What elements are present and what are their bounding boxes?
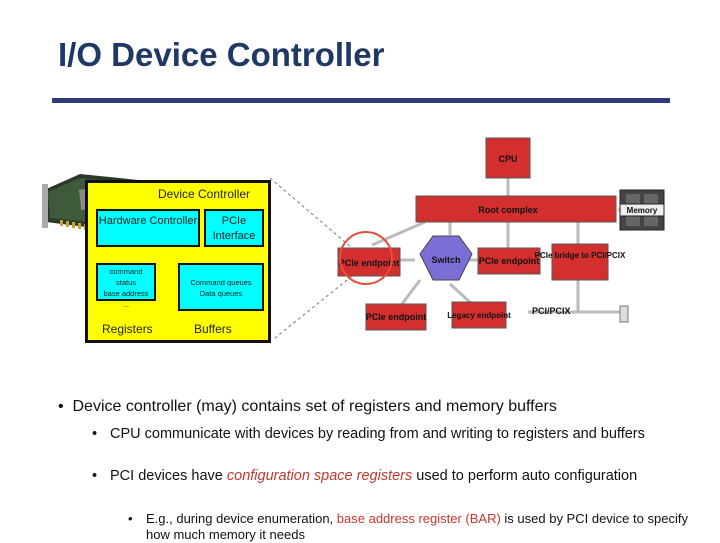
title-divider (52, 98, 670, 103)
register-item: status (115, 278, 136, 287)
pcie-endpoint-left-label: PCIe endpoint (339, 258, 400, 268)
slide-title: I/O Device Controller (58, 36, 385, 73)
pcie-interface-box: PCIe Interface (204, 209, 264, 247)
pcie-endpoint-bottom-node (365, 303, 427, 331)
bridge-label: PCIe bridge to PCI/PCIX (535, 251, 626, 260)
root-complex-node (415, 195, 617, 223)
pcie-endpoint-right-node (477, 247, 541, 275)
device-controller-title: Device Controller (158, 187, 251, 201)
bullet-dot: • (58, 398, 73, 415)
hardware-controller-box: Hardware Controller (96, 209, 200, 247)
bullet-dot: • (92, 468, 98, 484)
bullet-sub1-text: CPU communicate with devices by reading … (110, 426, 645, 442)
bar-emphasis: base address register (BAR) (336, 511, 501, 526)
registers-label: Registers (102, 322, 153, 336)
switch-node (419, 235, 473, 281)
pcie-interface-label: PCIe Interface (212, 215, 256, 242)
bullet-sub3-text-end: is used by PCI device to specify how muc… (146, 511, 688, 542)
bullet-dot: • (128, 511, 133, 526)
register-item: base address (103, 289, 149, 298)
register-item: ... (122, 300, 130, 309)
buffers-box: Command queues Data queues (178, 263, 264, 311)
bullet-main: • Device controller (may) contains set o… (58, 398, 557, 416)
memory-label: Memory (627, 206, 658, 215)
queue-item: Command queues (190, 278, 252, 287)
hardware-controller-label: Hardware Controller (98, 215, 198, 227)
bullet-sub2-text-end: used to perform auto configuration (412, 468, 638, 484)
cpu-label: CPU (498, 154, 517, 164)
legacy-endpoint-node (451, 301, 507, 329)
pcie-endpoint-left-node (337, 247, 401, 277)
highlight-circle (339, 231, 393, 285)
registers-box: command status base address ... (96, 263, 156, 309)
root-complex-label: Root complex (478, 205, 538, 215)
bullet-sub3: • E.g., during device enumeration, base … (128, 511, 688, 543)
queue-item: Data queues (199, 289, 243, 298)
config-space-emphasis: configuration space registers (226, 468, 413, 484)
bullet-dot: • (92, 426, 98, 442)
legacy-endpoint-label: Legacy endpoint (447, 311, 511, 320)
bullet-sub2-text: PCI devices have (110, 468, 227, 484)
pcie-topology-diagram: CPU Root complex Memory PCIe endpoint Sw… (270, 137, 665, 340)
pcie-endpoint-bottom-label: PCIe endpoint (366, 312, 427, 322)
register-item: command (109, 267, 143, 276)
bullet-sub1: • CPU communicate with devices by readin… (92, 424, 672, 444)
bullet-main-text: Device controller (may) contains set of … (72, 398, 557, 415)
pcie-endpoint-right-label: PCIe endpoint (479, 256, 540, 266)
device-controller-box: Device Controller Hardware Controller PC… (85, 180, 271, 343)
pci-pcix-label: PCI/PCIX (532, 306, 571, 316)
bullet-sub3-text: E.g., during device enumeration, (146, 511, 337, 526)
bullet-sub2: • PCI devices have configuration space r… (92, 466, 672, 486)
bridge-node (551, 243, 609, 281)
cpu-node (485, 137, 531, 179)
buffers-label: Buffers (194, 322, 232, 336)
switch-label: Switch (431, 255, 460, 265)
